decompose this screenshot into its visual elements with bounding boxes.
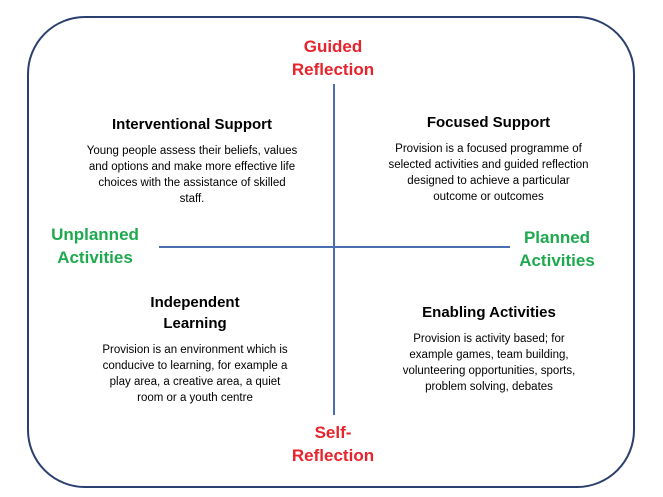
quadrant-title: Focused Support xyxy=(346,112,631,133)
quadrant-description-line: and options and make more effective life xyxy=(88,161,296,173)
quadrant-description: Provision is activity based; for example… xyxy=(358,331,620,395)
quadrant-description-line: Provision is activity based; for xyxy=(413,333,565,345)
quadrant-title-line: Focused Support xyxy=(426,114,551,131)
quadrant-description-line: staff. xyxy=(179,193,205,205)
axis-label-self-reflection: Self- Reflection xyxy=(268,421,398,467)
quadrant-title: Enabling Activities xyxy=(358,302,620,323)
axis-label-line: Activities xyxy=(519,251,595,270)
axis-label-line: Self- xyxy=(314,423,352,442)
quadrant-title: Independent Learning xyxy=(60,292,330,334)
quadrant-description: Young people assess their beliefs, value… xyxy=(52,143,332,207)
quadrant-description-line: Provision is a focused programme of xyxy=(395,143,582,155)
quadrant-description-line: selected activities and guided reflectio… xyxy=(388,159,589,171)
vertical-axis-line xyxy=(333,84,335,415)
axis-label-line: Reflection xyxy=(291,60,375,79)
axis-label-line: Unplanned xyxy=(51,225,139,244)
quadrant-description-line: Young people assess their beliefs, value… xyxy=(86,145,298,157)
horizontal-axis-line xyxy=(159,246,510,248)
quadrant-title-line: Independent xyxy=(150,294,240,311)
quadrant-title-line: Enabling Activities xyxy=(422,304,556,321)
rounded-frame xyxy=(27,16,635,488)
quadrant-description-line: choices with the assistance of skilled xyxy=(98,177,286,189)
quadrant-description-line: volunteering opportunities, sports, xyxy=(402,365,576,377)
quadrant-title-line: Interventional Support xyxy=(111,116,272,133)
quadrant-description-line: play area, a creative area, a quiet xyxy=(109,376,281,388)
axis-label-line: Reflection xyxy=(291,446,375,465)
quadrant-description-line: room or a youth centre xyxy=(137,392,253,404)
quadrant-title-line: Learning xyxy=(163,315,227,332)
quadrant-description-line: Provision is an environment which is xyxy=(102,344,288,356)
quadrant-description-line: conducive to learning, for example a xyxy=(102,360,288,372)
quadrant-title: Interventional Support xyxy=(52,114,332,135)
quadrant-description-line: problem solving, debates xyxy=(425,381,553,393)
quadrant-description-line: designed to achieve a particular xyxy=(407,175,570,187)
axis-label-planned-activities: Planned Activities xyxy=(492,226,622,272)
quadrant-interventional-support: Interventional Support Young people asse… xyxy=(52,114,332,207)
axis-label-line: Guided xyxy=(303,37,363,56)
quadrant-description: Provision is a focused programme of sele… xyxy=(346,141,631,205)
axis-label-unplanned-activities: Unplanned Activities xyxy=(30,223,160,269)
quadrant-focused-support: Focused Support Provision is a focused p… xyxy=(346,112,631,205)
quadrant-description: Provision is an environment which is con… xyxy=(60,342,330,406)
quadrant-independent-learning: Independent Learning Provision is an env… xyxy=(60,292,330,406)
axis-label-line: Planned xyxy=(523,228,591,247)
quadrant-enabling-activities: Enabling Activities Provision is activit… xyxy=(358,302,620,395)
quadrant-description-line: outcome or outcomes xyxy=(433,191,544,203)
axis-label-guided-reflection: Guided Reflection xyxy=(268,35,398,81)
quadrant-description-line: example games, team building, xyxy=(409,349,569,361)
axis-label-line: Activities xyxy=(57,248,133,267)
